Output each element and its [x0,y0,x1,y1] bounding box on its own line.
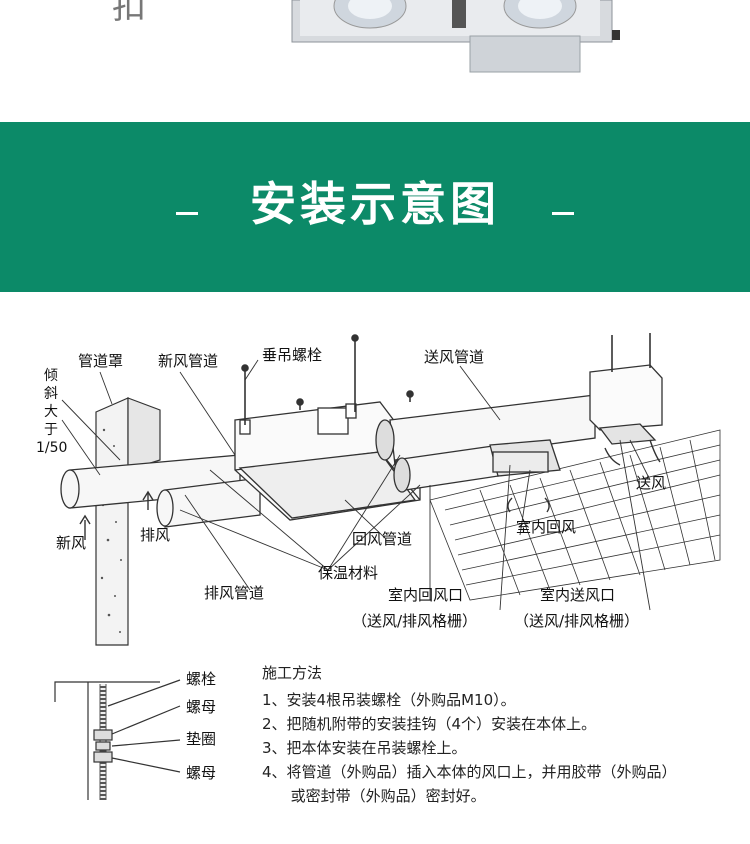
section-banner [0,122,750,292]
method-step-4: 4、将管道（外购品）插入本体的风口上，并用胶带（外购品） [262,763,677,781]
installation-diagram: 管道罩 新风管道 垂吊螺栓 送风管道 倾 斜 大 于 1/50 送风 新风 排风… [36,333,721,800]
label-slope-2: 斜 [44,386,58,402]
label-insulation: 保温材料 [318,564,378,582]
title-dash-left [176,212,198,215]
label-nut-top: 螺母 [186,698,216,716]
label-indoor-return-outlet-sub: （送风/排风格栅） [352,612,477,630]
label-supply-duct: 送风管道 [424,348,484,366]
product-photo-crop: 扣 [0,0,750,122]
method-step-1: 1、安装4根吊装螺栓（外购品M10）。 [262,691,516,709]
label-nut-bottom: 螺母 [186,764,216,782]
label-fresh-air-duct: 新风管道 [158,352,218,370]
label-indoor-supply-outlet-sub: （送风/排风格栅） [514,612,639,630]
label-hanging-bolt: 垂吊螺栓 [262,346,322,364]
label-return-duct: 回风管道 [352,530,412,548]
leader-lines [61,359,651,611]
construction-method: 施工方法 1、安装4根吊装螺栓（外购品M10）。 2、把随机附带的安装挂钩（4个… [262,662,742,808]
label-washer: 垫圈 [186,730,216,748]
section-title: 安装示意图 [250,177,500,231]
label-exhaust-air: 排风 [140,526,170,544]
title-dash-right [552,212,574,215]
hanging-bolts [241,333,651,425]
label-indoor-supply-outlet: 室内送风口 [540,586,615,604]
label-fresh-air: 新风 [56,534,86,552]
label-slope-1: 倾 [44,368,58,384]
pipe-cover-wall [95,397,161,646]
method-step-2: 2、把随机附带的安装挂钩（4个）安装在本体上。 [262,715,597,733]
label-pipe-cover: 管道罩 [78,352,123,370]
method-step-4-cont: 或密封带（外购品）密封好。 [262,787,486,805]
label-slope-3: 大 [44,404,58,420]
method-step-3: 3、把本体安装在吊装螺栓上。 [262,739,467,757]
ceiling-grid [429,429,721,601]
label-supply-air: 送风 [636,474,666,492]
product-photo-illustration: 扣 [112,0,620,73]
bolt-detail [54,679,181,800]
label-indoor-return-outlet: 室内回风口 [388,586,463,604]
method-title: 施工方法 [262,664,323,682]
label-exhaust-duct: 排风管道 [204,584,264,602]
airflow-arrows [79,439,661,540]
label-indoor-return-air: 室内回风 [516,518,576,536]
label-bolt: 螺栓 [186,670,216,688]
partial-text: 扣 [112,0,146,27]
label-slope-5: 1/50 [36,440,67,456]
label-slope-4: 于 [44,422,58,438]
